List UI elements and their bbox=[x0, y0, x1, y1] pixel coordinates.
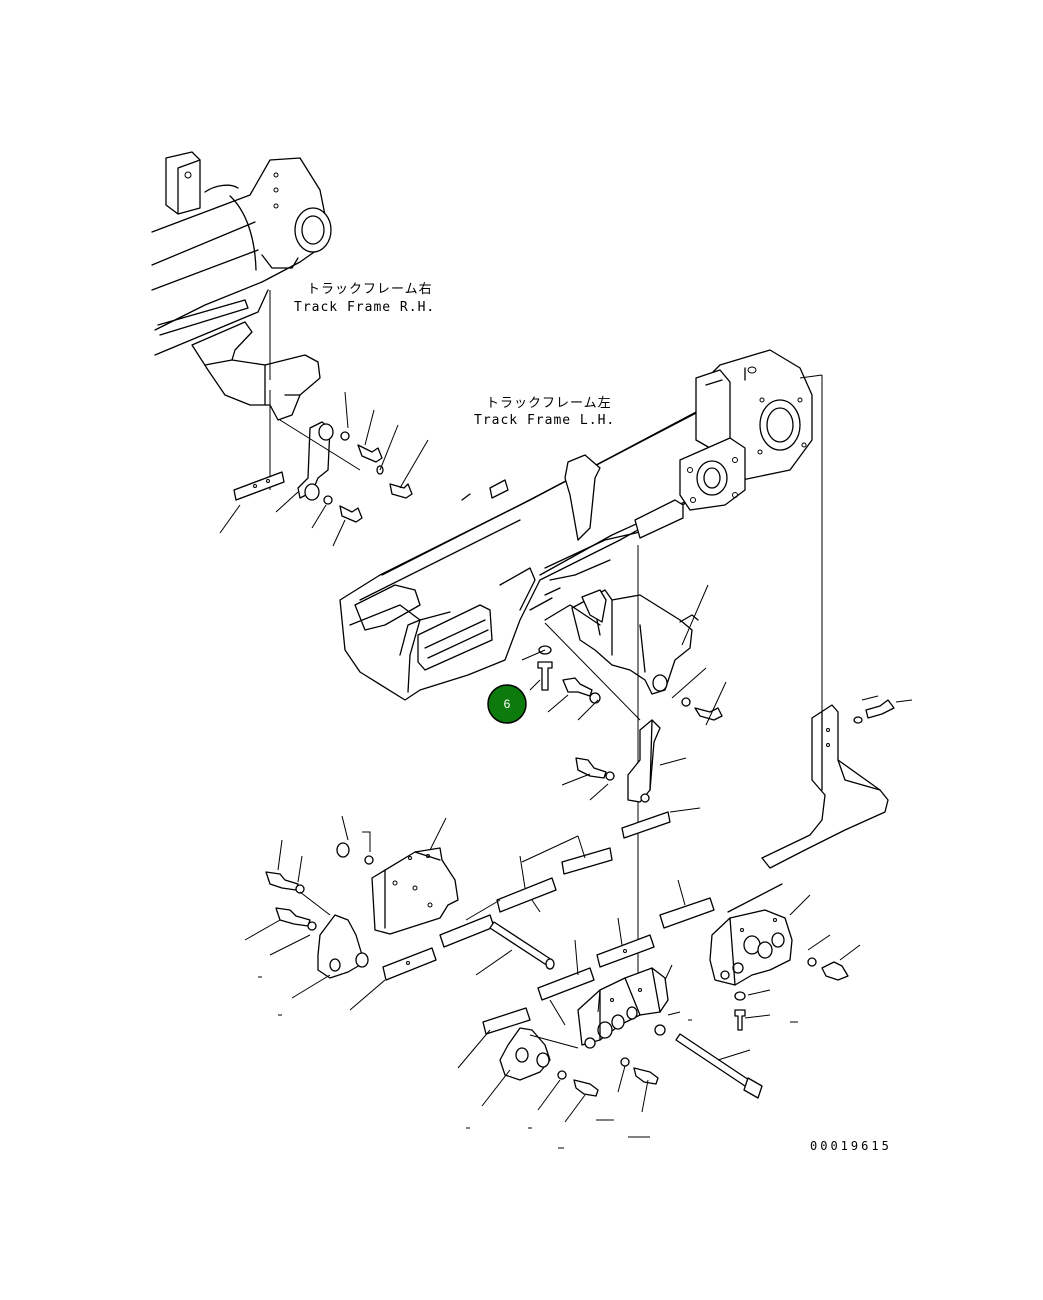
callout-circle[interactable] bbox=[487, 684, 527, 724]
callout-marker-6[interactable]: 6 bbox=[487, 684, 527, 724]
label-rh-english: Track Frame R.H. bbox=[294, 300, 435, 315]
label-lh-japanese: トラックフレーム左 bbox=[486, 396, 612, 411]
label-rh-japanese: トラックフレーム右 bbox=[307, 282, 433, 297]
label-lh-english: Track Frame L.H. bbox=[474, 413, 615, 428]
drawing-number: 00019615 bbox=[810, 1139, 892, 1153]
track-frame-rh bbox=[151, 151, 429, 547]
callout-label: 6 bbox=[504, 697, 511, 711]
track-frame-lh bbox=[339, 349, 823, 985]
lower-assembly bbox=[244, 695, 913, 1149]
